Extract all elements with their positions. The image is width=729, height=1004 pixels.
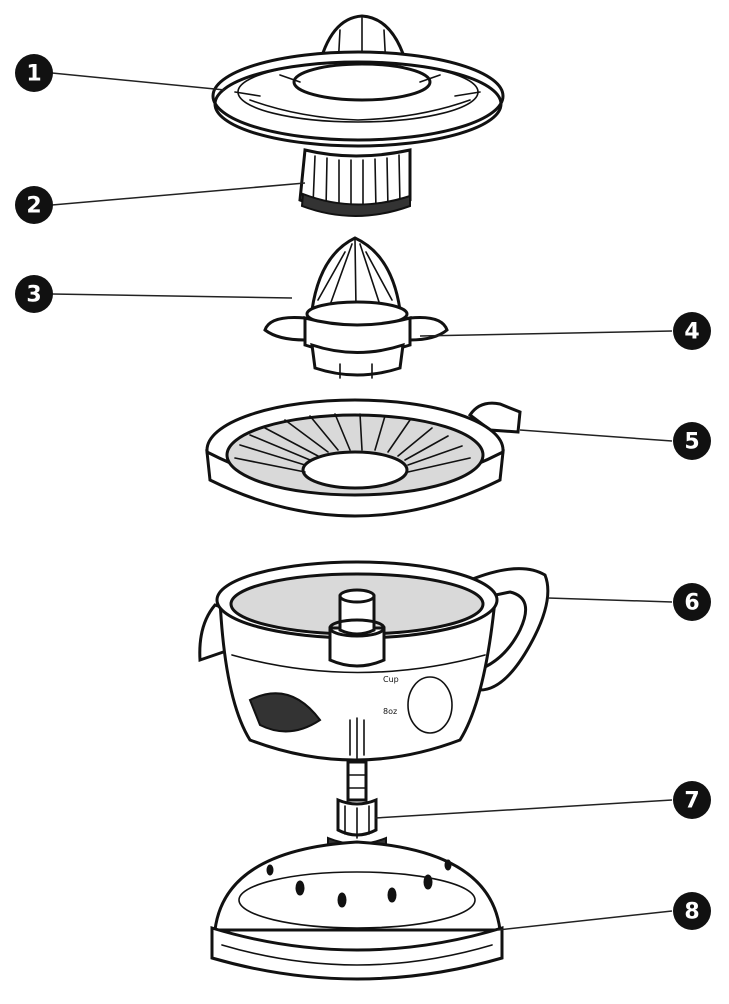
callout-badge (15, 54, 53, 92)
leader-line-8 (497, 910, 673, 931)
callout-number: 7 (684, 789, 699, 814)
callout-number: 8 (684, 900, 699, 925)
leader-lines (51, 72, 673, 931)
part-reamer-cone (263, 236, 449, 379)
callout-7: 7 (673, 781, 711, 819)
callout-number: 5 (684, 430, 699, 455)
leader-line-7 (374, 799, 673, 819)
callout-number: 3 (26, 283, 41, 308)
callout-badge (673, 892, 711, 930)
leader-line-1 (51, 72, 226, 91)
leader-line-3 (51, 293, 293, 299)
callout-badge (673, 781, 711, 819)
part-motor-base (210, 840, 504, 981)
callout-6: 6 (673, 583, 711, 621)
callout-number: 2 (26, 194, 41, 219)
leader-line-6 (547, 597, 673, 603)
part-strainer-collar (298, 148, 412, 217)
callout-8: 8 (673, 892, 711, 930)
part-jug: Cup 8oz (198, 560, 550, 762)
callout-badge (15, 186, 53, 224)
jug-marking-oz: 8oz (383, 707, 397, 716)
part-lid (211, 14, 505, 148)
callout-2: 2 (15, 186, 53, 224)
leader-line-2 (51, 182, 306, 206)
callout-badge (15, 275, 53, 313)
leader-line-4 (419, 330, 673, 337)
callout-number: 4 (684, 320, 699, 345)
callout-badge (673, 583, 711, 621)
callout-badge (673, 422, 711, 460)
part-strainer-bowl (205, 398, 522, 518)
callout-badge (673, 312, 711, 350)
callout-1: 1 (15, 54, 53, 92)
jug-marking-cup: Cup (383, 675, 399, 684)
callout-5: 5 (673, 422, 711, 460)
callout-3: 3 (15, 275, 53, 313)
callout-number: 6 (684, 591, 699, 616)
leader-line-5 (519, 429, 673, 442)
callout-4: 4 (673, 312, 711, 350)
callout-number: 1 (26, 62, 41, 87)
